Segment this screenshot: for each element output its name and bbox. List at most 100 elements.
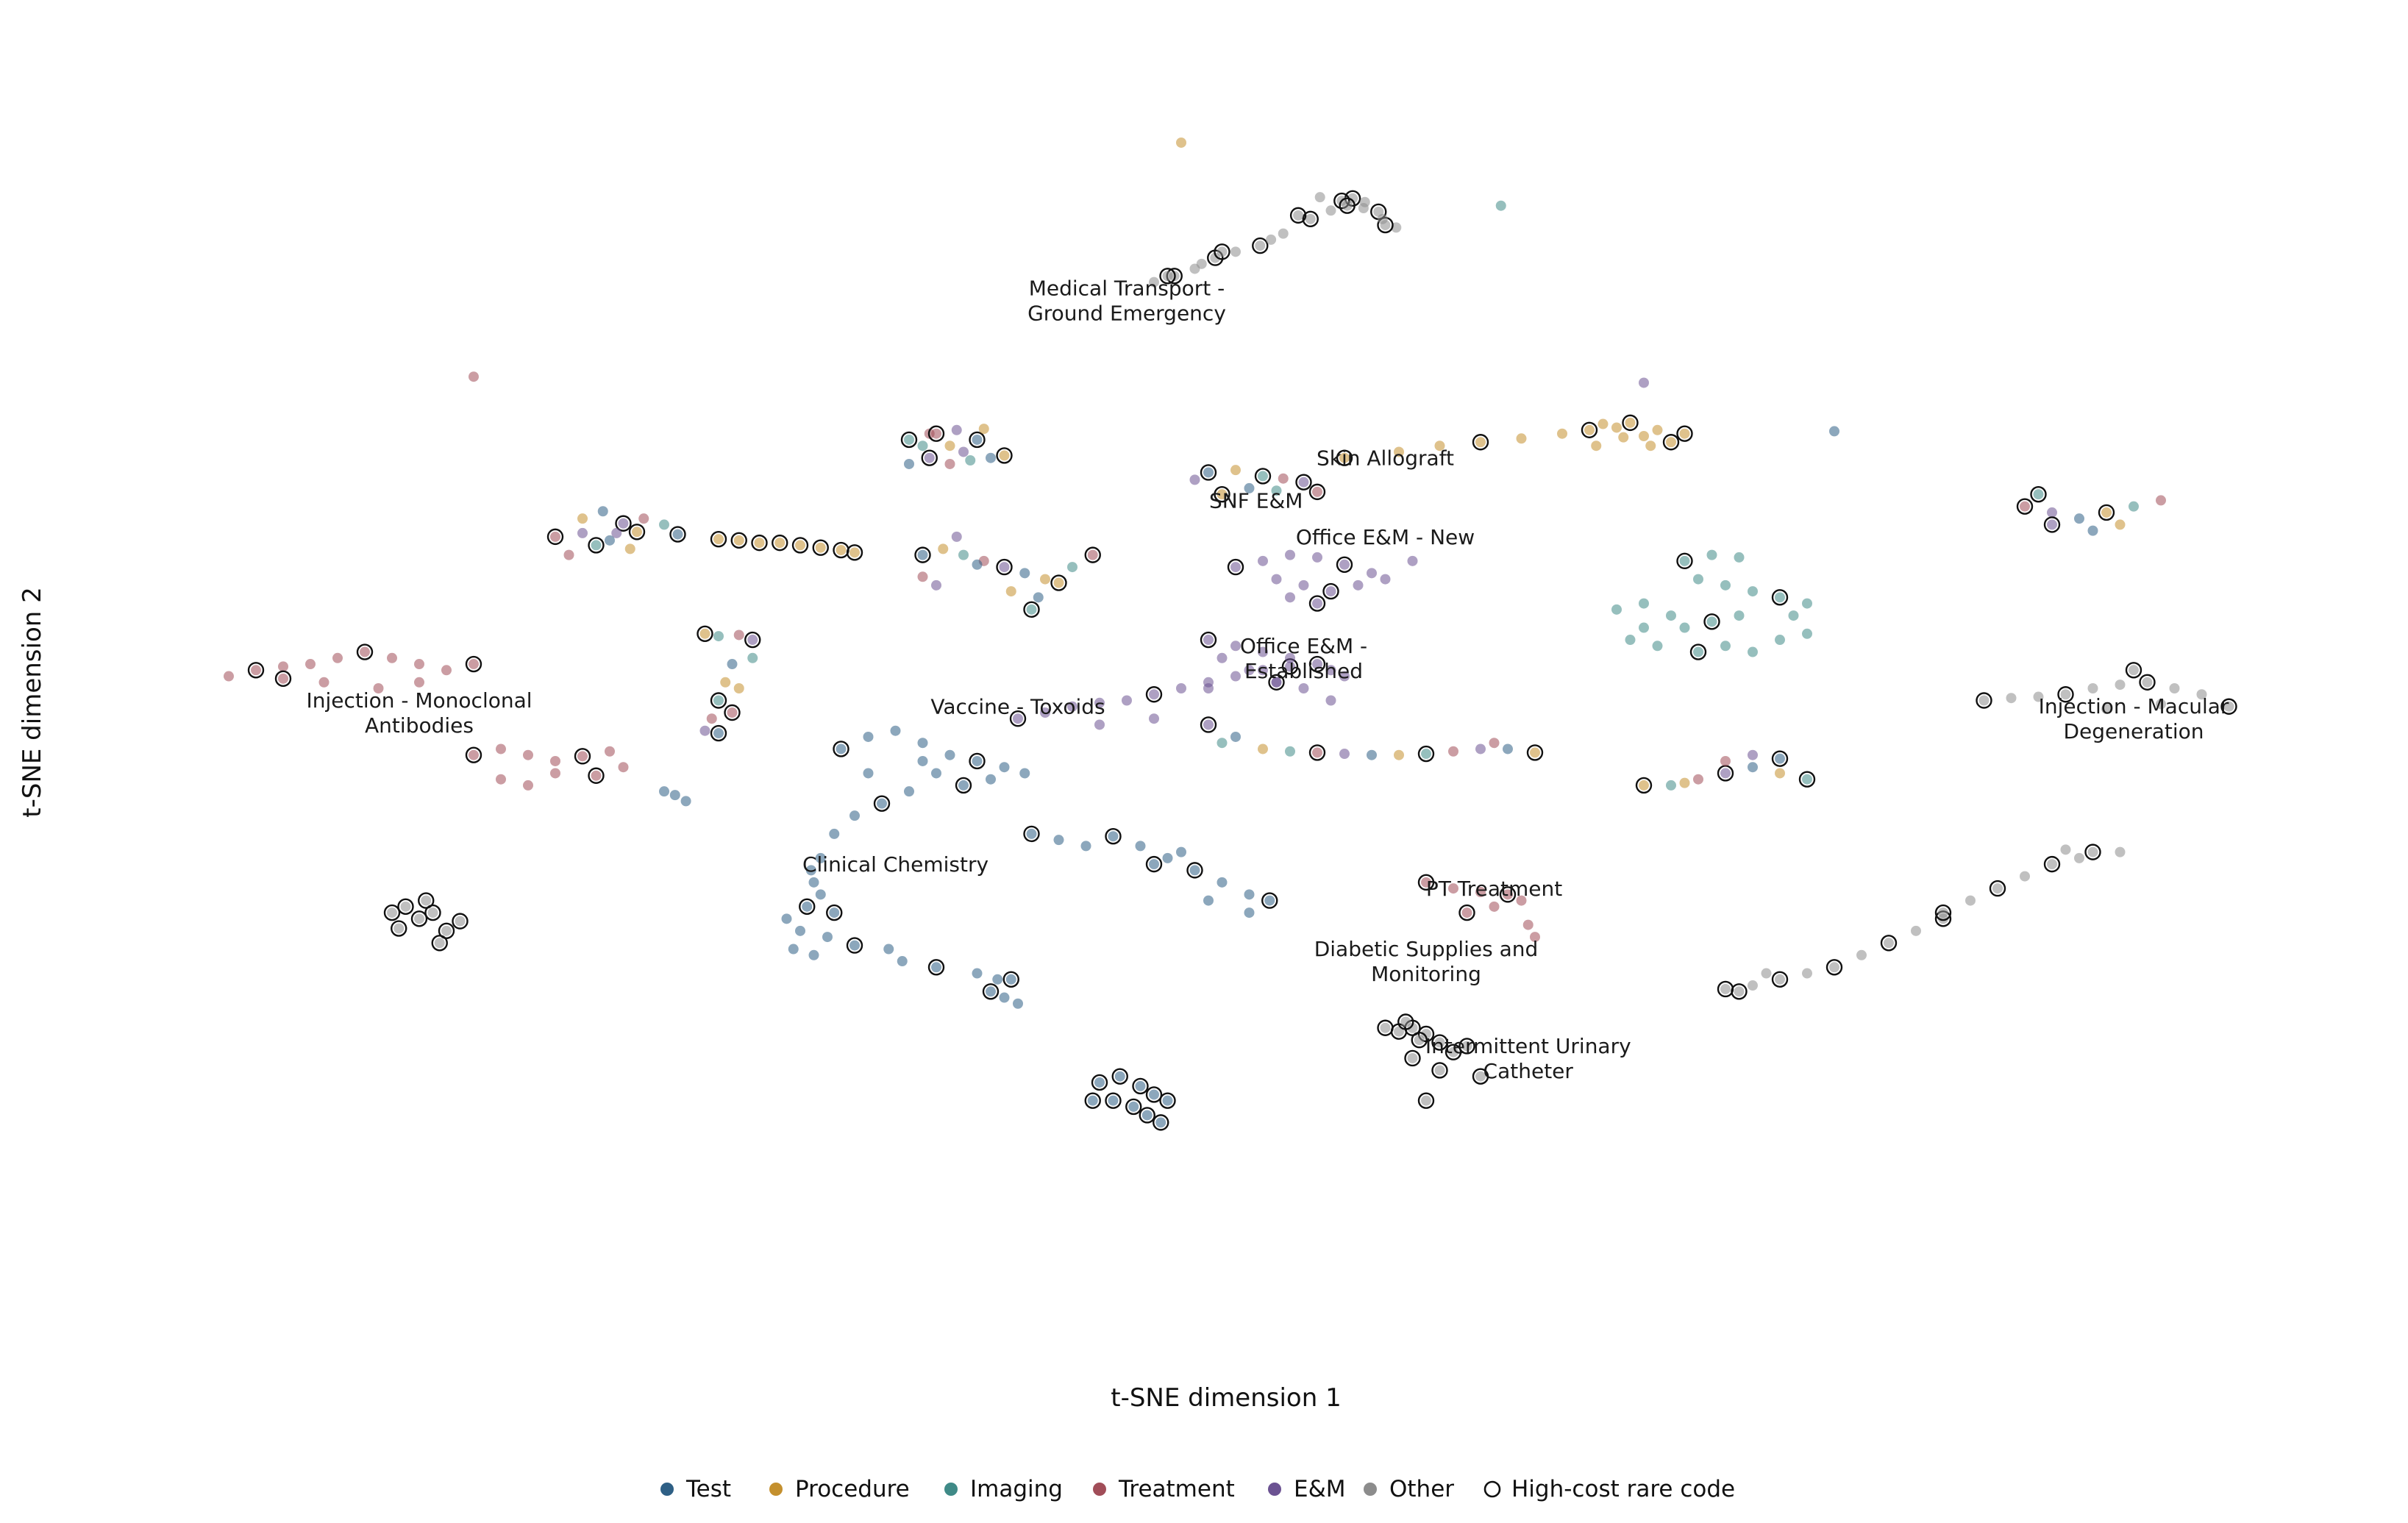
data-point bbox=[1394, 446, 1404, 457]
high-cost-marker bbox=[1635, 777, 1653, 794]
data-point bbox=[1128, 1101, 1139, 1112]
data-point bbox=[1434, 1037, 1445, 1048]
data-point bbox=[434, 938, 445, 949]
data-point bbox=[1421, 1028, 1431, 1039]
data-point bbox=[713, 695, 724, 706]
high-cost-marker bbox=[1703, 613, 1720, 630]
data-point bbox=[1258, 646, 1268, 657]
data-point bbox=[1618, 432, 1629, 443]
data-point bbox=[496, 774, 506, 785]
data-point bbox=[1325, 205, 1336, 216]
data-point bbox=[958, 446, 969, 457]
high-cost-marker bbox=[410, 910, 428, 927]
data-point bbox=[727, 659, 738, 670]
high-cost-marker bbox=[1295, 474, 1312, 491]
data-point bbox=[1802, 628, 1812, 639]
data-point bbox=[1666, 437, 1676, 448]
data-point bbox=[2047, 507, 2057, 518]
data-point bbox=[373, 683, 384, 694]
data-point bbox=[469, 749, 479, 760]
legend-label: Test bbox=[685, 1476, 731, 1502]
data-point bbox=[958, 549, 969, 560]
data-point bbox=[605, 535, 615, 546]
data-point bbox=[808, 877, 819, 888]
data-point bbox=[1176, 846, 1186, 857]
data-point bbox=[1666, 780, 1676, 791]
data-point bbox=[1244, 665, 1255, 676]
high-cost-marker bbox=[812, 539, 829, 556]
data-point bbox=[1414, 1035, 1425, 1046]
data-point bbox=[1258, 555, 1268, 566]
data-point bbox=[1189, 865, 1200, 876]
high-cost-marker bbox=[424, 904, 441, 921]
data-point bbox=[597, 506, 608, 517]
data-point bbox=[733, 535, 744, 546]
data-point bbox=[1802, 774, 1812, 785]
data-point bbox=[1026, 828, 1037, 839]
high-cost-marker bbox=[1105, 827, 1122, 845]
data-point bbox=[393, 923, 405, 934]
high-cost-marker bbox=[1662, 434, 1680, 451]
cluster-labels-layer: Medical Transport -Ground EmergencySkin … bbox=[306, 276, 2229, 1083]
high-cost-marker bbox=[1308, 744, 1326, 761]
data-point bbox=[278, 673, 288, 684]
data-point bbox=[1189, 474, 1200, 485]
data-point bbox=[1149, 859, 1159, 870]
data-point bbox=[1503, 743, 1513, 755]
legend-item: High-cost rare code bbox=[1483, 1476, 1735, 1502]
high-cost-marker bbox=[2057, 686, 2074, 703]
data-point bbox=[795, 925, 805, 936]
data-point bbox=[1522, 919, 1534, 930]
high-cost-marker bbox=[1417, 745, 1435, 763]
data-point bbox=[1258, 471, 1268, 482]
data-point bbox=[1829, 962, 1839, 973]
data-point bbox=[2047, 859, 2057, 870]
data-point bbox=[1652, 641, 1663, 652]
data-point bbox=[2115, 519, 2126, 530]
high-cost-marker bbox=[982, 983, 1000, 1000]
data-point bbox=[706, 713, 717, 724]
high-cost-marker bbox=[1771, 750, 1789, 767]
data-point bbox=[904, 434, 914, 445]
data-point bbox=[1639, 598, 1649, 609]
data-point bbox=[1679, 555, 1690, 566]
data-point bbox=[2020, 501, 2030, 512]
data-point bbox=[2060, 844, 2071, 855]
high-cost-marker bbox=[799, 898, 816, 916]
data-point bbox=[1162, 852, 1173, 863]
high-cost-marker bbox=[1308, 483, 1326, 501]
data-point bbox=[680, 796, 691, 807]
data-point bbox=[1748, 586, 1758, 597]
data-point bbox=[1884, 938, 1894, 949]
data-point bbox=[605, 746, 615, 757]
high-cost-marker bbox=[1214, 485, 1230, 503]
data-point bbox=[713, 631, 724, 642]
data-point bbox=[815, 852, 826, 863]
high-cost-marker bbox=[1458, 904, 1475, 921]
data-point bbox=[1461, 1041, 1472, 1052]
data-point bbox=[1775, 592, 1785, 603]
high-cost-marker bbox=[996, 447, 1013, 464]
data-point bbox=[1611, 604, 1622, 615]
data-point bbox=[802, 901, 813, 912]
high-cost-marker bbox=[846, 544, 863, 561]
data-point bbox=[1040, 574, 1050, 585]
data-point bbox=[972, 968, 983, 979]
data-point bbox=[1353, 579, 1364, 591]
data-point bbox=[2129, 665, 2139, 676]
data-point bbox=[1230, 562, 1241, 573]
data-point bbox=[1516, 895, 1527, 906]
data-point bbox=[1666, 610, 1676, 621]
high-cost-marker bbox=[588, 537, 605, 554]
data-point bbox=[1339, 559, 1350, 570]
data-point bbox=[1217, 652, 1228, 663]
high-cost-marker bbox=[969, 752, 986, 770]
data-point bbox=[733, 629, 744, 641]
high-cost-marker bbox=[1771, 971, 1789, 988]
high-cost-marker bbox=[1676, 425, 1693, 442]
data-point bbox=[917, 571, 928, 582]
high-cost-marker bbox=[1139, 1107, 1155, 1124]
data-point bbox=[1720, 755, 1731, 766]
